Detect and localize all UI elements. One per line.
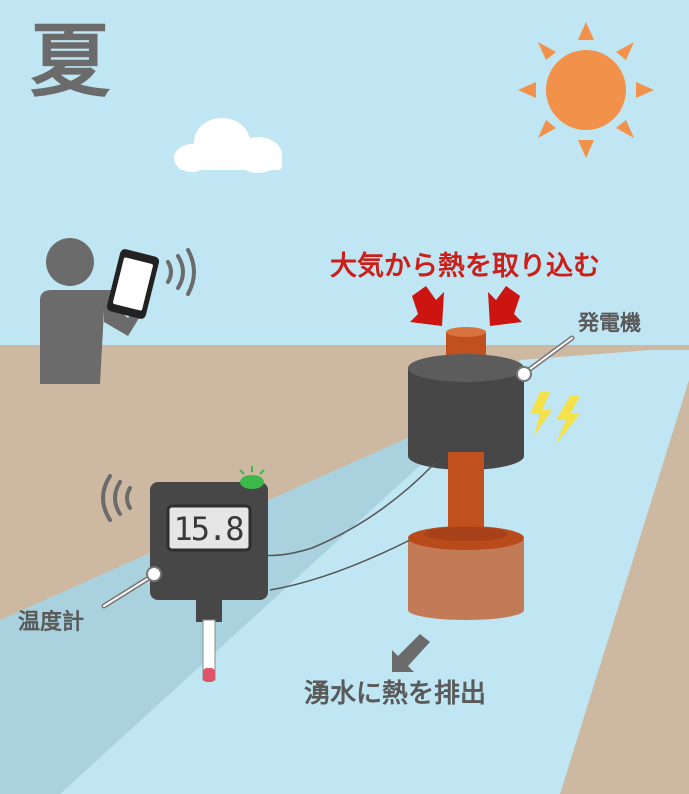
temperature-reading: 15.8 [173,510,244,548]
thermometer-label: 温度計 [18,610,85,635]
generator-label: 発電機 [578,311,641,335]
intake-label: 大気から熱を取り込む [330,251,600,282]
season-label: 夏 [30,15,110,108]
generator-pointer [516,335,575,382]
intake-arrow-icon [410,286,444,326]
cable [269,539,411,591]
led-indicator-icon [239,466,265,489]
intake-arrow-icon [488,286,522,326]
person-icon [40,238,144,384]
discharge-arrow-icon [392,634,430,672]
cloud-icon [174,118,282,173]
smartphone-icon [106,249,160,319]
thermometer-device [150,482,268,682]
wireless-signal-icon [101,474,132,522]
generator-cap-top [446,327,486,337]
discharge-label: 湧水に熱を排出 [304,679,487,709]
wireless-signal-icon [166,248,196,296]
sun-icon [518,22,654,158]
underwater-cylinder [408,526,524,620]
stream [60,350,689,794]
lightning-icon [530,392,580,444]
thermometer-pointer [101,566,162,609]
